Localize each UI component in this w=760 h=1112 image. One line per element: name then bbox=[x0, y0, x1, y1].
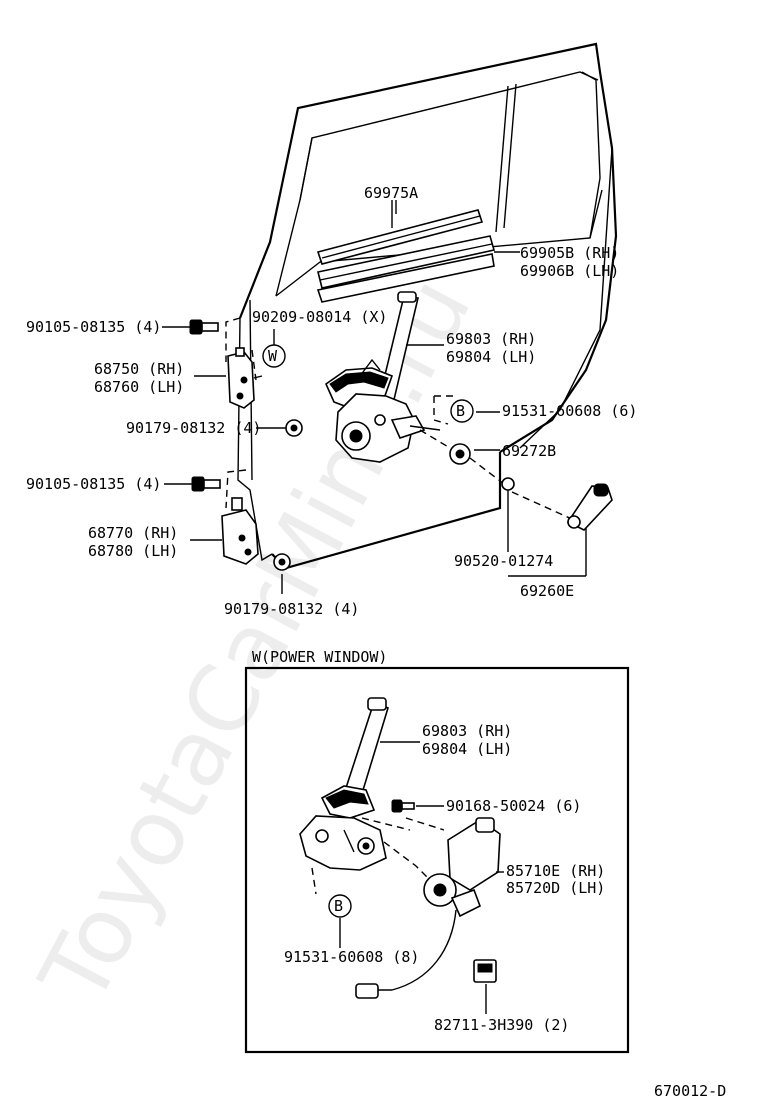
nut-90179-lower bbox=[273, 553, 291, 571]
label-91531-power: 91531-60608 (8) bbox=[284, 948, 419, 966]
label-90168: 90168-50024 (6) bbox=[446, 797, 581, 815]
diagram-code: 670012-D bbox=[654, 1082, 726, 1100]
label-91531-upper: 91531-60608 (6) bbox=[502, 402, 637, 420]
w-marker-label: W bbox=[268, 347, 278, 365]
label-69906B-lh: 69906B (LH) bbox=[520, 262, 619, 280]
label-pw-69804-lh: 69804 (LH) bbox=[422, 740, 512, 758]
label-68760-lh: 68760 (LH) bbox=[94, 378, 184, 396]
label-90179-upper: 90179-08132 (4) bbox=[126, 419, 261, 437]
label-69803-rh: 69803 (RH) bbox=[446, 330, 536, 348]
power-window-motor bbox=[355, 817, 501, 999]
label-85720D-lh: 85720D (LH) bbox=[506, 879, 605, 897]
door-hinge-lower bbox=[221, 497, 259, 565]
door-hinge-upper bbox=[227, 347, 263, 409]
window-regulator-power bbox=[299, 697, 389, 871]
label-90209: 90209-08014 (X) bbox=[252, 308, 387, 326]
label-90520: 90520-01274 bbox=[454, 552, 553, 570]
label-69975A: 69975A bbox=[364, 184, 418, 202]
regulator-handle-69260E bbox=[566, 483, 613, 531]
leader-lines-upper bbox=[162, 200, 587, 594]
connector-82711 bbox=[473, 959, 497, 983]
label-69905B-rh: 69905B (RH) bbox=[520, 244, 619, 262]
label-69260E: 69260E bbox=[520, 582, 574, 600]
w-marker: W bbox=[262, 329, 286, 368]
b-marker-power-label: B bbox=[334, 897, 343, 915]
power-window-frame bbox=[244, 666, 630, 1054]
b-marker-upper-label: B bbox=[456, 402, 465, 420]
b-marker-upper: B bbox=[450, 399, 474, 423]
label-82711: 82711-3H390 (2) bbox=[434, 1016, 569, 1034]
label-69272B: 69272B bbox=[502, 442, 556, 460]
dashed-guides-upper bbox=[225, 317, 575, 549]
label-90179-lower: 90179-08132 (4) bbox=[224, 600, 359, 618]
window-regulator-manual bbox=[325, 291, 441, 463]
b-marker-power: B bbox=[328, 894, 352, 918]
label-68780-lh: 68780 (LH) bbox=[88, 542, 178, 560]
power-window-title: W(POWER WINDOW) bbox=[252, 648, 387, 666]
bolt-90105-lower bbox=[191, 476, 221, 492]
dashed-guides-power bbox=[311, 817, 445, 895]
glass-channel-69975A bbox=[316, 200, 484, 265]
label-68770-rh: 68770 (RH) bbox=[88, 524, 178, 542]
window-run-69905B bbox=[316, 235, 520, 303]
label-68750-rh: 68750 (RH) bbox=[94, 360, 184, 378]
label-90105-lower: 90105-08135 (4) bbox=[26, 475, 161, 493]
label-69804-lh: 69804 (LH) bbox=[446, 348, 536, 366]
label-90105-top: 90105-08135 (4) bbox=[26, 318, 161, 336]
bolt-90105-top bbox=[189, 319, 219, 335]
screw-90168 bbox=[391, 799, 415, 813]
snap-ring-90520 bbox=[501, 477, 515, 491]
leader-lines-power bbox=[339, 741, 504, 1014]
nut-90179-upper bbox=[285, 419, 303, 437]
label-pw-69803-rh: 69803 (RH) bbox=[422, 722, 512, 740]
label-85710E-rh: 85710E (RH) bbox=[506, 862, 605, 880]
washer-69272B bbox=[449, 443, 471, 465]
